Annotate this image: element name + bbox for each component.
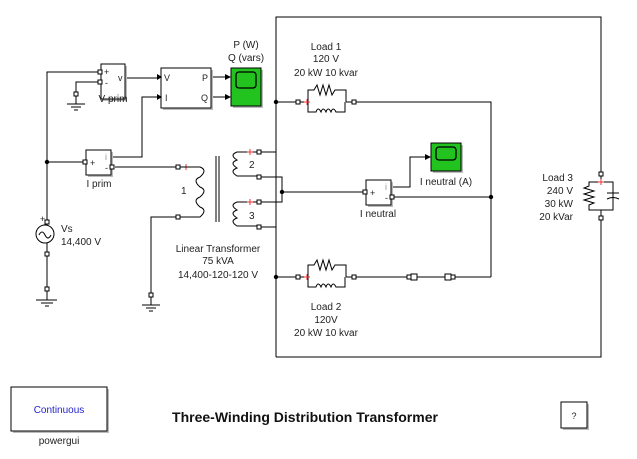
linear-transformer[interactable]: 1 2 3 Linear Transformer 75 kVA 14,400-1… bbox=[175, 149, 262, 281]
voltage-source-vs[interactable]: + Vs 14,400 V bbox=[35, 214, 101, 292]
i-prim-label: I prim bbox=[87, 179, 112, 190]
load1-voltage: 120 V bbox=[313, 54, 339, 65]
port-out-label: v bbox=[118, 73, 123, 83]
port-plus-label: + bbox=[370, 188, 375, 198]
i-prim-block[interactable]: + i - I prim bbox=[82, 149, 115, 190]
winding-3-label: 3 bbox=[249, 211, 255, 222]
scope-pq-label-2: Q (vars) bbox=[228, 53, 264, 64]
scope-pq[interactable]: P (W) Q (vars) bbox=[225, 40, 264, 108]
load1-name: Load 1 bbox=[311, 42, 342, 53]
wire-i-signal[interactable] bbox=[113, 96, 157, 158]
port-minus-label: - bbox=[385, 193, 388, 203]
help-button-label: ? bbox=[571, 411, 576, 421]
powergui-block[interactable]: Continuous powergui bbox=[10, 386, 109, 447]
wire-neutral-tie[interactable] bbox=[259, 176, 283, 203]
arrow-icon bbox=[157, 74, 162, 80]
arrow-icon bbox=[425, 154, 431, 160]
i-neutral-label: I neutral bbox=[360, 209, 396, 220]
load2-voltage: 120V bbox=[314, 315, 338, 326]
arrow-icon bbox=[225, 74, 231, 80]
transformer-voltages: 14,400-120-120 V bbox=[178, 270, 258, 281]
junction-dot bbox=[273, 99, 279, 105]
pq-out-q-label: Q bbox=[201, 93, 208, 103]
wire-vprim-plus[interactable] bbox=[46, 71, 103, 222]
ground-icon bbox=[36, 291, 57, 307]
ac-source-icon bbox=[38, 231, 52, 239]
v-prim-block[interactable]: + - v V prim bbox=[97, 63, 128, 105]
powergui-label: powergui bbox=[39, 436, 80, 447]
load-2[interactable]: Load 2 120V 20 kW 10 kvar bbox=[294, 258, 359, 339]
scope-icon bbox=[235, 71, 257, 89]
ground-icon bbox=[67, 91, 85, 111]
wire-w3-bottom[interactable] bbox=[259, 226, 277, 277]
port-out-label: i bbox=[105, 152, 107, 162]
wire-vprim-minus[interactable] bbox=[75, 81, 103, 94]
i-neutral-block[interactable]: + i - I neutral bbox=[360, 179, 396, 220]
arrow-icon bbox=[157, 94, 162, 100]
winding-2-coil bbox=[232, 151, 257, 177]
wire-w1-ground[interactable] bbox=[150, 216, 178, 300]
junction-dot bbox=[273, 274, 279, 280]
junction-dot bbox=[279, 189, 285, 195]
ground-icon bbox=[142, 292, 160, 312]
wire-ineutral-signal[interactable] bbox=[390, 156, 430, 188]
pq-measurement-block[interactable]: V I P Q bbox=[157, 67, 213, 110]
scope-icon bbox=[435, 146, 457, 161]
port-minus-label: - bbox=[105, 78, 108, 88]
source-voltage: 14,400 V bbox=[61, 237, 101, 248]
scope-neutral[interactable]: I neutral (A) bbox=[420, 142, 472, 188]
winding-1-coil bbox=[180, 166, 205, 218]
load-1[interactable]: Load 1 120 V 20 kW 10 kvar bbox=[294, 42, 359, 114]
load-3[interactable]: Load 3 240 V 30 kW 20 kVar bbox=[539, 171, 620, 223]
junctions bbox=[44, 99, 494, 280]
transformer-rating: 75 kVA bbox=[202, 256, 234, 267]
port-plus-label: + bbox=[90, 158, 95, 168]
port-out-label: i bbox=[385, 182, 387, 192]
junction-dot bbox=[488, 194, 494, 200]
source-name: Vs bbox=[61, 224, 73, 235]
pq-in-v-label: V bbox=[164, 73, 170, 83]
polarity-label: + bbox=[40, 214, 45, 224]
load1-power: 20 kW 10 kvar bbox=[294, 68, 359, 79]
help-button[interactable]: ? bbox=[560, 401, 589, 430]
wire-w2-top[interactable] bbox=[259, 102, 277, 153]
load2-name: Load 2 bbox=[311, 302, 342, 313]
v-prim-label: V prim bbox=[99, 94, 128, 105]
pq-out-p-label: P bbox=[202, 73, 208, 83]
load3-reactive-power: 20 kVar bbox=[539, 212, 573, 223]
junction-dot bbox=[44, 159, 50, 165]
pq-in-i-label: I bbox=[165, 93, 168, 103]
wire-load1-out[interactable] bbox=[354, 101, 492, 277]
scope-neutral-label: I neutral (A) bbox=[420, 177, 472, 188]
arrow-icon bbox=[225, 94, 231, 100]
winding-2-label: 2 bbox=[249, 160, 255, 171]
load3-name: Load 3 bbox=[542, 173, 573, 184]
winding-3-coil bbox=[232, 201, 257, 227]
port-plus-label: + bbox=[104, 67, 109, 77]
scope-pq-label-1: P (W) bbox=[233, 40, 258, 51]
diagram-title: Three-Winding Distribution Transformer bbox=[172, 409, 438, 425]
powergui-mode: Continuous bbox=[34, 405, 85, 416]
wires bbox=[46, 16, 602, 358]
load3-active-power: 30 kW bbox=[545, 199, 574, 210]
transformer-name: Linear Transformer bbox=[176, 244, 261, 255]
connection-ports[interactable] bbox=[406, 273, 456, 281]
port-minus-label: - bbox=[105, 163, 108, 173]
load3-voltage: 240 V bbox=[547, 186, 573, 197]
winding-1-label: 1 bbox=[181, 186, 187, 197]
load2-power: 20 kW 10 kvar bbox=[294, 328, 359, 339]
